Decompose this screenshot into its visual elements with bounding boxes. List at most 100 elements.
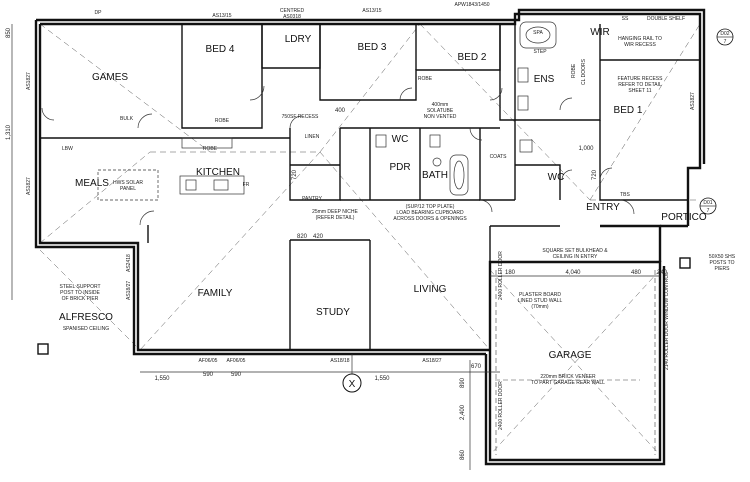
dimension-labels: 1,550 590 590 1,550 180 4,040 480 240 85… (6, 27, 668, 460)
room-wir: WIR (590, 27, 609, 38)
note-niche: 25mm DEEP NICHE (312, 209, 358, 215)
room-meals: MEALS (75, 178, 109, 189)
note-robe-2: ROBE (203, 146, 218, 152)
code-centred: CENTRED (280, 8, 305, 14)
dim-670: 670 (471, 364, 482, 370)
dim-850: 850 (6, 27, 12, 38)
note-ss: SS (622, 16, 629, 22)
code-as1315b: AS13/15 (362, 8, 381, 14)
room-bed3: BED 3 (358, 42, 387, 53)
dim-720b: 720 (592, 169, 598, 180)
note-ldw: LBW (62, 146, 73, 152)
note-feature-sheet: SHEET 11 (628, 88, 651, 94)
room-study: STUDY (316, 307, 350, 318)
note-roller-door-right: 2140 ROLLER DOOR WINDOW CONTROL (664, 272, 670, 370)
room-ldry: LDRY (285, 34, 312, 45)
code-as1827b: AS1827 (26, 177, 32, 195)
room-kitchen: KITCHEN (196, 167, 240, 178)
dim-4040: 4,040 (565, 270, 581, 276)
note-robe-4: ROBE (571, 63, 577, 78)
note-cl-doors: CL DOORS (581, 58, 587, 85)
tag-d02: D02 (720, 31, 729, 37)
note-load-3: ACROSS DOORS & OPENINGS (393, 216, 467, 222)
note-fridge: FR (243, 182, 250, 188)
code-dp: DP (95, 10, 103, 16)
tag-d01-sheet: 7 (707, 208, 710, 214)
room-living: LIVING (414, 284, 447, 295)
note-feature-refer: REFER TO DETAIL (618, 82, 662, 88)
dimension-lines (11, 24, 660, 470)
code-as1827c: AS18/27 (126, 281, 132, 300)
note-roller-door-2: 2400 ROLLER DOOR (498, 381, 504, 430)
code-as0318: AS0318 (283, 14, 301, 20)
dim-400: 400 (335, 108, 346, 114)
room-labels: GAMES BED 4 LDRY BED 3 BED 2 WIR ENS BED… (59, 27, 707, 361)
dim-590a: 590 (203, 372, 214, 378)
note-steel: STEEL SUPPORT (59, 284, 100, 290)
brick-pier (37, 343, 49, 355)
note-hws-panel: PANEL (120, 186, 136, 192)
section-marker-label: X (349, 379, 356, 390)
code-apw: APW1843/1450 (454, 2, 489, 8)
tag-d02-sheet: 7 (724, 39, 727, 45)
room-portico: PORTICO (661, 212, 707, 223)
note-spa: SPA (533, 30, 543, 36)
bathroom-fixtures (375, 21, 557, 196)
room-family: FAMILY (198, 288, 233, 299)
room-bath: BATH (422, 170, 448, 181)
room-bed1: BED 1 (614, 105, 643, 116)
dim-420: 420 (313, 234, 324, 240)
room-coats: COATS (490, 154, 508, 160)
note-shs-3: PIERS (714, 266, 730, 272)
room-linen: LINEN (305, 134, 320, 140)
note-bulkhead: SQUARE SET BULKHEAD & (542, 248, 608, 254)
reference-tags: D01 7 D02 7 (699, 28, 734, 215)
note-plaster-3: (70mm) (531, 304, 549, 310)
note-steel-2: POST TO INSIDE (60, 290, 100, 296)
section-marker: X (342, 354, 362, 393)
room-wc2: WC (548, 172, 565, 183)
note-robe-3: ROBE (418, 76, 433, 82)
room-wc1: WC (392, 134, 409, 145)
note-hanging-rail: HANGING RAIL TO (618, 36, 662, 42)
note-shs: 50X50 SHS (709, 254, 736, 260)
plan-notes: SPA STEP DOUBLE SHELF SS HANGING RAIL TO… (59, 16, 735, 430)
dim-1310: 1,310 (6, 124, 12, 140)
note-shs-2: POSTS TO (709, 260, 734, 266)
portico-pier (679, 257, 691, 269)
room-pdr: PDR (389, 162, 410, 173)
note-plaster: PLASTER BOARD (519, 292, 561, 298)
room-bed4: BED 4 (206, 44, 235, 55)
dim-1550a: 1,550 (154, 376, 170, 382)
note-feature-recess: FEATURE RECESS (618, 76, 664, 82)
room-games: GAMES (92, 72, 128, 83)
kitchen-fixtures (97, 137, 245, 201)
note-niche-refer: (REFER DETAIL) (316, 215, 355, 221)
note-veneer-2: TO PART GARAGE REAR WALL (531, 380, 605, 386)
room-entry: ENTRY (586, 202, 620, 213)
note-step: STEP (533, 49, 547, 55)
door-swings (41, 85, 635, 226)
dim-180: 180 (505, 270, 516, 276)
code-as1827a: AS1827 (26, 72, 32, 90)
note-tbs: TBS (620, 192, 630, 198)
dim-860: 860 (460, 449, 466, 460)
dim-2400: 2,400 (460, 404, 466, 420)
dim-820: 820 (297, 234, 308, 240)
window-codes: AS13/15 CENTRED AS0318 AS13/15 APW1843/1… (26, 2, 696, 364)
code-af0605b: AF06/05 (227, 358, 246, 364)
note-double-shelf: DOUBLE SHELF (647, 16, 685, 22)
dim-240: 240 (657, 270, 668, 276)
note-hws: HWS SOLAR (113, 180, 143, 186)
note-solatube-size: 400mm (432, 102, 449, 108)
internal-walls (40, 24, 700, 350)
code-af0605: AF06/05 (199, 358, 218, 364)
bathtub (449, 154, 469, 196)
note-solatube: SOLATUBE (427, 108, 454, 114)
code-as1827e: AS1827 (690, 92, 696, 110)
note-load-2: LOAD BEARING CUPBOARD (396, 210, 464, 216)
code-as2418: AS2418 (126, 254, 132, 272)
note-load-1: (SUP/12 TOP PLATE) (406, 204, 455, 210)
room-alfresco: ALFRESCO (59, 312, 113, 323)
